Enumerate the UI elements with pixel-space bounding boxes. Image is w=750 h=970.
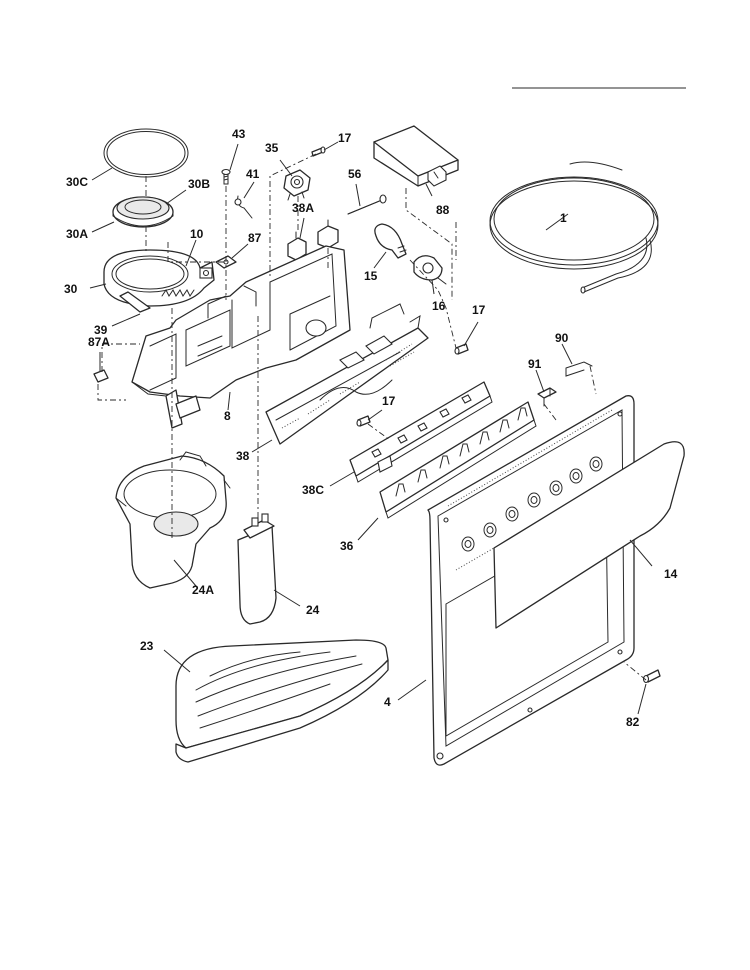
part-17-screw-lower [356, 415, 371, 427]
label-17c: 17 [382, 394, 396, 408]
label-24: 24 [306, 603, 320, 617]
label-88: 88 [436, 203, 450, 217]
label-15: 15 [364, 269, 378, 283]
part-43-screw [221, 168, 231, 185]
part-30-ring-holder [103, 249, 215, 313]
label-39: 39 [94, 323, 108, 337]
label-87: 87 [248, 231, 262, 245]
part-41-wire [234, 195, 253, 219]
part-14-overlay [493, 441, 685, 629]
label-30a: 30A [66, 227, 88, 241]
label-4: 4 [384, 695, 391, 709]
part-36-switch-strip [379, 401, 537, 519]
alignment-lines [97, 153, 647, 681]
part-24a-chute [115, 451, 231, 589]
part-8-housing [131, 245, 351, 429]
leader-lines [89, 141, 653, 715]
label-8: 8 [224, 409, 231, 423]
part-16-socket [413, 255, 447, 285]
part-91-clip [537, 387, 557, 407]
label-36: 36 [340, 539, 354, 553]
label-91: 91 [528, 357, 542, 371]
label-30b: 30B [188, 177, 210, 191]
part-30b-lens [112, 196, 174, 228]
part-56-long-screw [347, 194, 387, 215]
part-38-board [265, 303, 429, 445]
label-30c: 30C [66, 175, 88, 189]
label-24a: 24A [192, 583, 214, 597]
part-87a-clip [93, 369, 109, 383]
part-15-bulb [374, 223, 407, 259]
part-labels: 30C 30B 30A 30 10 39 87A 43 41 87 35 17 … [64, 127, 678, 729]
label-17b: 17 [472, 303, 486, 317]
part-30c-gasket [103, 128, 189, 178]
label-90: 90 [555, 331, 569, 345]
part-1-tubing [489, 161, 659, 294]
label-1: 1 [560, 211, 567, 225]
label-35: 35 [265, 141, 279, 155]
label-38a: 38A [292, 201, 314, 215]
label-30: 30 [64, 282, 78, 296]
part-38c-switch-board [349, 381, 493, 483]
label-23: 23 [140, 639, 154, 653]
part-90-bracket [565, 361, 593, 377]
part-88-control-box [373, 125, 459, 187]
part-17-screw-middle [454, 343, 469, 355]
part-23-tray [175, 639, 389, 763]
label-41: 41 [246, 167, 260, 181]
label-43: 43 [232, 127, 246, 141]
label-10: 10 [190, 227, 204, 241]
part-35-switch [283, 169, 311, 201]
label-56: 56 [348, 167, 362, 181]
label-16: 16 [432, 299, 446, 313]
label-17a: 17 [338, 131, 352, 145]
label-38: 38 [236, 449, 250, 463]
label-38c: 38C [302, 483, 324, 497]
part-82-screw [642, 669, 661, 684]
label-14: 14 [664, 567, 678, 581]
label-87a: 87A [88, 335, 110, 349]
part-24-flap [237, 513, 277, 625]
label-82: 82 [626, 715, 640, 729]
part-38a-switches [287, 219, 339, 261]
